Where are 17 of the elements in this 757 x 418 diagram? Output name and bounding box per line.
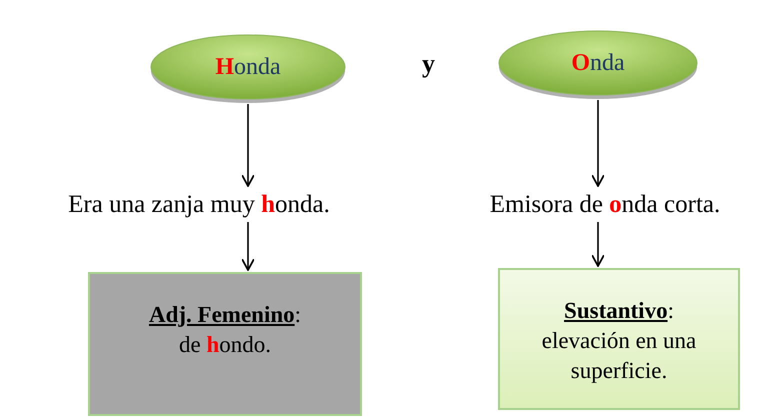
arrow (591, 100, 605, 187)
definition-box (88, 272, 362, 416)
definition-text: elevación en una superficie. (540, 327, 698, 385)
ellipse-label: Honda (215, 53, 281, 82)
example-sentence: Era una zanja muy honda. (8, 188, 390, 222)
arrow (591, 222, 605, 267)
definition-heading: Sustantivo: (564, 297, 674, 325)
example-sentence: Emisora de onda corta. (455, 188, 755, 222)
arrow (241, 104, 255, 187)
arrow (241, 222, 255, 271)
ellipse-node (498, 30, 698, 96)
ellipse-node (150, 34, 346, 100)
definition-text: de hondo. (178, 331, 271, 359)
definition-heading: Adj. Femenino: (148, 301, 302, 329)
conjunction-label: y (422, 48, 435, 80)
ellipse-label: Onda (571, 49, 625, 78)
definition-box (498, 268, 740, 410)
